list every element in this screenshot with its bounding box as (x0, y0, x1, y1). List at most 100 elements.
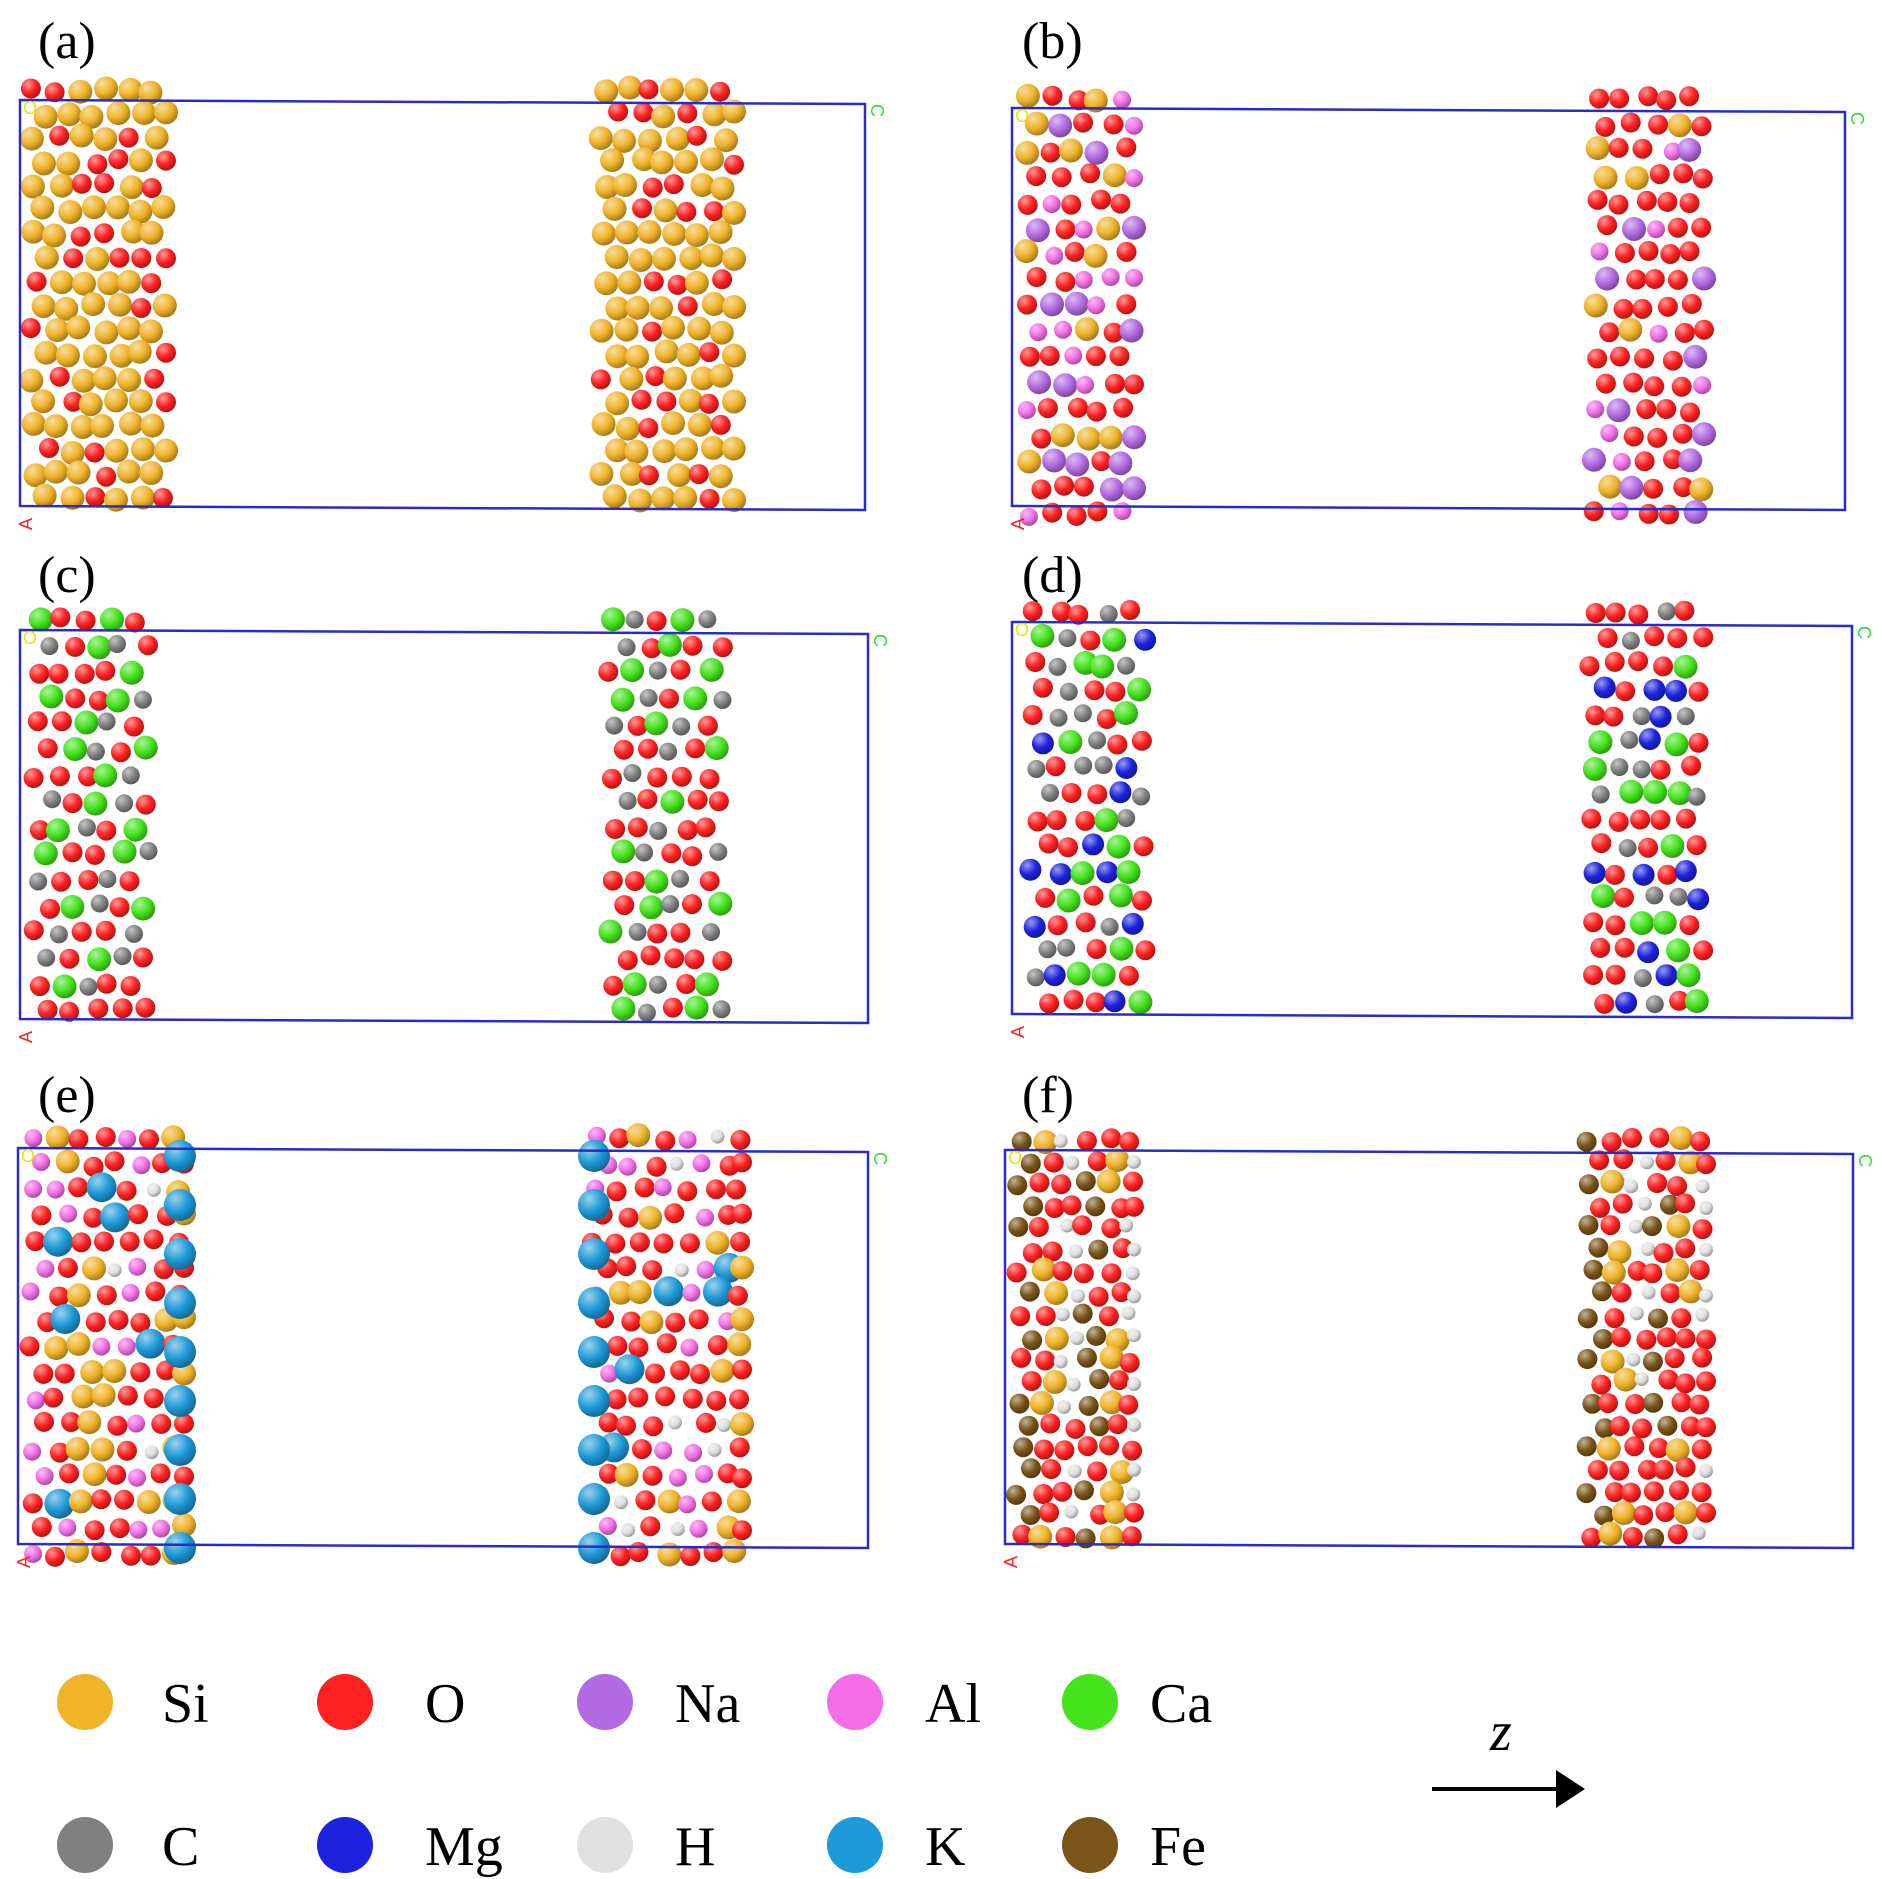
atoms-f (1006, 1126, 1716, 1550)
atom-si (1665, 1438, 1690, 1463)
atom-ca (1058, 730, 1083, 754)
atom-ca (620, 658, 645, 683)
atom-o (96, 1285, 117, 1306)
atom-o (71, 173, 92, 194)
atom-o (1035, 1350, 1056, 1371)
atom-o (75, 610, 96, 631)
atom-o (640, 945, 661, 966)
atom-si (1618, 317, 1643, 342)
atom-al (618, 1157, 637, 1176)
atom-h (1699, 1242, 1713, 1257)
atom-o (638, 418, 659, 438)
atom-o (647, 923, 668, 944)
atom-o (1680, 402, 1700, 423)
atom-si (730, 1255, 754, 1280)
atom-o (152, 488, 173, 508)
atom-o (1103, 322, 1124, 343)
atom-o (1634, 348, 1655, 369)
atom-o (1113, 397, 1134, 418)
atom-o (150, 1463, 171, 1484)
atom-si (80, 1360, 105, 1384)
atom-o (1131, 730, 1152, 751)
atom-o (1653, 656, 1674, 677)
atom-ca (683, 686, 708, 711)
atom-c (1633, 969, 1652, 988)
panel-b: (b)ACO (1008, 13, 1867, 530)
atom-o (598, 1463, 619, 1484)
atom-o (730, 1231, 751, 1252)
atom-o (1583, 912, 1604, 933)
atom-o (670, 922, 691, 943)
atom-ca (52, 974, 77, 999)
atom-si (605, 438, 629, 463)
atom-o (1638, 86, 1659, 107)
atom-h (1127, 1154, 1141, 1169)
atom-o (71, 921, 92, 942)
legend-label-si: Si (162, 1673, 209, 1735)
atom-o (729, 1437, 750, 1458)
atom-na (1678, 448, 1703, 473)
atom-o (1696, 1154, 1716, 1175)
atom-si (79, 104, 104, 129)
atom-c (1038, 940, 1057, 959)
atom-fe (1008, 1216, 1029, 1237)
atom-si (1601, 1260, 1626, 1285)
atom-si (649, 150, 674, 175)
atom-o (641, 638, 662, 659)
atom-o (724, 154, 744, 175)
atom-o (109, 247, 130, 268)
atom-o (1601, 1132, 1622, 1153)
atom-o (1035, 887, 1056, 908)
atom-o (638, 465, 659, 486)
atom-na (1122, 476, 1146, 501)
atom-al (128, 1257, 147, 1276)
slab-b-1 (1014, 83, 1146, 526)
atom-si (82, 195, 106, 220)
atom-mg (1121, 912, 1144, 935)
atom-o (656, 1333, 677, 1354)
atom-al (1600, 424, 1619, 443)
atom-k (42, 1226, 73, 1257)
atom-si (57, 102, 82, 127)
atom-o (91, 1542, 112, 1562)
atom-o (87, 154, 108, 175)
atom-fe (1023, 1196, 1044, 1217)
atom-c (1041, 783, 1059, 802)
atom-si (1099, 1345, 1124, 1370)
atom-o (1080, 630, 1101, 651)
atom-c (139, 842, 158, 860)
atom-si (614, 1462, 639, 1487)
atom-al (121, 1283, 140, 1302)
atom-c (618, 791, 637, 810)
slab-c-1 (23, 607, 158, 1022)
atom-c (1657, 602, 1676, 621)
atom-al (1113, 502, 1132, 521)
atom-o (1077, 1436, 1098, 1457)
atom-o (78, 870, 99, 890)
atom-c (623, 764, 642, 782)
atom-o (1035, 1306, 1056, 1326)
atom-al (128, 1468, 146, 1487)
atom-si (730, 1307, 754, 1332)
atom-si (140, 413, 165, 438)
atom-al (24, 1179, 43, 1198)
atom-o (94, 223, 115, 244)
atom-si (20, 174, 45, 199)
atom-si (144, 125, 169, 150)
atom-si (77, 1410, 102, 1435)
atom-si (121, 219, 145, 244)
atom-o (1038, 833, 1059, 854)
atom-o (74, 663, 95, 684)
atom-o (31, 1205, 52, 1226)
atom-o (1064, 241, 1085, 262)
atom-o (1676, 808, 1696, 829)
atom-o (617, 950, 638, 971)
atom-o (1694, 319, 1714, 340)
atoms-a (19, 75, 746, 513)
atom-o (120, 976, 141, 996)
atom-al (1017, 401, 1036, 420)
atom-o (96, 466, 117, 487)
atom-o (1633, 1505, 1654, 1526)
slab-f-2 (1576, 1126, 1716, 1549)
atom-o (109, 1518, 130, 1539)
